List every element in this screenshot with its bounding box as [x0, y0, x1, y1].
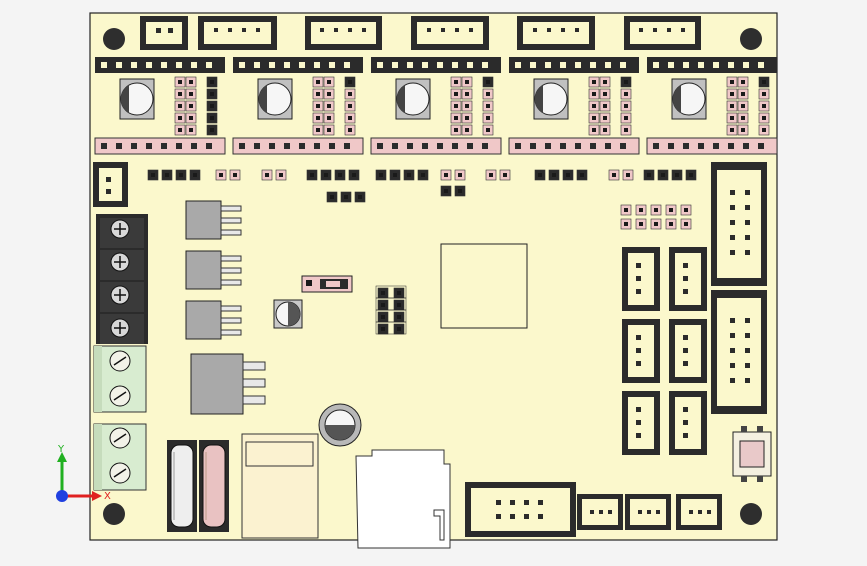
mounting-holes [103, 28, 762, 525]
jst-connector [622, 319, 660, 383]
header-group [306, 169, 360, 181]
mosfet-components [185, 200, 266, 415]
z-axis-dot [56, 490, 68, 502]
top-connector-4pin [517, 16, 595, 50]
driver-header-top [233, 57, 363, 73]
usb-connector [241, 433, 319, 539]
top-connector-2pin [140, 16, 188, 50]
jst-connector [577, 494, 623, 530]
mounting-hole [103, 503, 125, 525]
power-connector-small [93, 162, 128, 207]
header-group [485, 169, 511, 181]
driver-module [232, 57, 364, 155]
jst-connector [622, 391, 660, 455]
header-pin [745, 205, 750, 210]
driver-module [94, 57, 226, 155]
y-axis-label: Y [57, 444, 65, 455]
header-pin [730, 235, 735, 240]
fuse-holders [167, 440, 229, 532]
header-pin [745, 363, 750, 368]
driver-header-bottom [94, 137, 226, 155]
mounting-hole [740, 28, 762, 50]
screw-terminal-block-black [96, 214, 148, 344]
jst-connector [669, 319, 707, 383]
bottom-jst-connectors [577, 494, 722, 530]
jumper-header-row [147, 169, 697, 203]
mounting-hole [740, 503, 762, 525]
driver-module [508, 57, 640, 155]
header-group [534, 169, 588, 181]
top-connector-4pin [411, 16, 489, 50]
axis-triad: Y X [56, 444, 111, 502]
header-group [608, 169, 634, 181]
header-pin [730, 348, 735, 353]
exp-box-headers [711, 162, 767, 414]
header-pin [730, 220, 735, 225]
jst-connector [676, 494, 722, 530]
header-group [643, 169, 697, 181]
driver-header-top [509, 57, 639, 73]
top-connector-4pin [624, 16, 701, 50]
header-pin [730, 378, 735, 383]
reset-button [732, 426, 772, 482]
driver-module [646, 57, 778, 155]
pink-jumper-block [620, 204, 692, 230]
header-pin [745, 318, 750, 323]
mosfet [185, 200, 242, 240]
top-connectors [140, 16, 701, 50]
header-group [326, 191, 366, 203]
jst-connector [625, 494, 671, 530]
x-axis-label: X [104, 491, 111, 502]
top-connector-4pin [305, 16, 382, 50]
slide-switch [301, 275, 353, 293]
header-group [215, 169, 241, 181]
header-pin [730, 363, 735, 368]
large-capacitor [318, 403, 362, 447]
box-header [711, 290, 767, 414]
header-pin [745, 348, 750, 353]
mounting-hole [103, 28, 125, 50]
endstop-connectors [622, 247, 707, 455]
header-pin [730, 318, 735, 323]
header-group [440, 169, 466, 197]
header-pin [730, 205, 735, 210]
header-pin [730, 333, 735, 338]
icsp-header [375, 285, 407, 335]
voltage-regulator [190, 353, 266, 415]
sd-card-slot [355, 449, 451, 549]
screw-terminal-block-green [93, 345, 147, 491]
header-pin [745, 250, 750, 255]
header-pin [730, 250, 735, 255]
driver-module [370, 57, 502, 155]
driver-header-bottom [370, 137, 502, 155]
driver-header-top [371, 57, 501, 73]
driver-header-top [647, 57, 777, 73]
header-pin [745, 220, 750, 225]
jst-connector [622, 247, 660, 311]
header-pin [745, 333, 750, 338]
stepper-driver-modules [94, 57, 778, 155]
driver-header-bottom [508, 137, 640, 155]
mosfet [185, 250, 242, 290]
bottom-box-header [465, 482, 576, 537]
header-pin [745, 190, 750, 195]
driver-header-bottom [646, 137, 778, 155]
jst-connector [669, 391, 707, 455]
header-pin [745, 378, 750, 383]
driver-header-bottom [232, 137, 364, 155]
jst-connector [669, 247, 707, 311]
header-pin [730, 190, 735, 195]
small-capacitor [273, 299, 303, 329]
header-group [375, 169, 429, 181]
mosfet [185, 300, 242, 340]
microcontroller-chip [440, 243, 528, 329]
header-group [261, 169, 287, 181]
box-header [711, 162, 767, 286]
header-group [147, 169, 201, 181]
driver-header-top [95, 57, 225, 73]
top-connector-4pin [198, 16, 277, 50]
header-pin [745, 235, 750, 240]
